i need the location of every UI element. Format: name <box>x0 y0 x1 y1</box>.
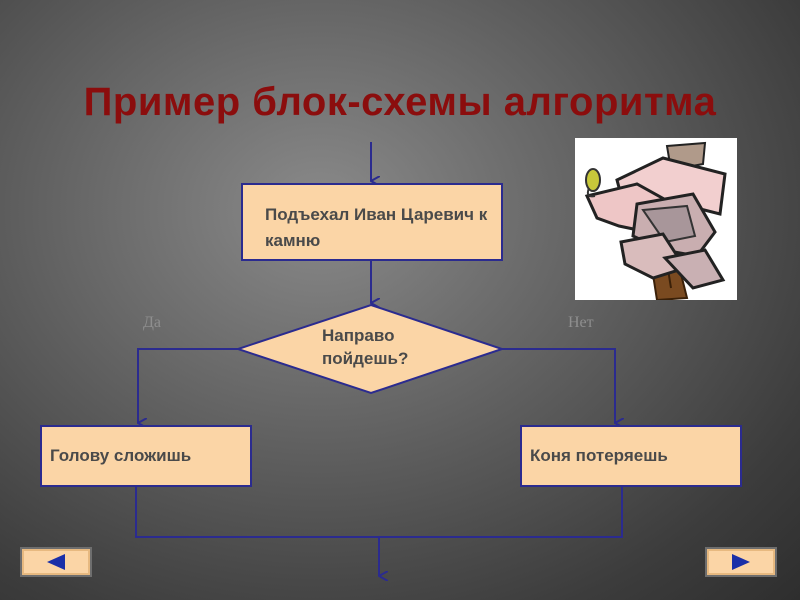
no-label: Нет <box>568 314 594 331</box>
triangle-right-icon <box>732 554 750 570</box>
next-slide-button[interactable] <box>705 547 777 577</box>
decision-diamond <box>234 303 506 395</box>
signpost-icon <box>584 141 727 302</box>
signpost-picture <box>575 138 737 302</box>
start-block: Подъехал Иван Царевич к камню <box>241 183 503 261</box>
triangle-left-icon <box>47 554 65 570</box>
slide-title: Пример блок-схемы алгоритма <box>83 80 717 124</box>
yes-result-block: Голову сложишь <box>40 425 252 487</box>
arrow-yes-branch <box>137 348 238 423</box>
decision-text: Направо пойдешь? <box>322 326 409 368</box>
arrow-no-branch <box>502 348 615 423</box>
yes-label: Да <box>143 314 162 331</box>
no-result-block: Коня потеряешь <box>520 425 742 487</box>
merge-line <box>135 487 623 538</box>
previous-slide-button[interactable] <box>20 547 92 577</box>
